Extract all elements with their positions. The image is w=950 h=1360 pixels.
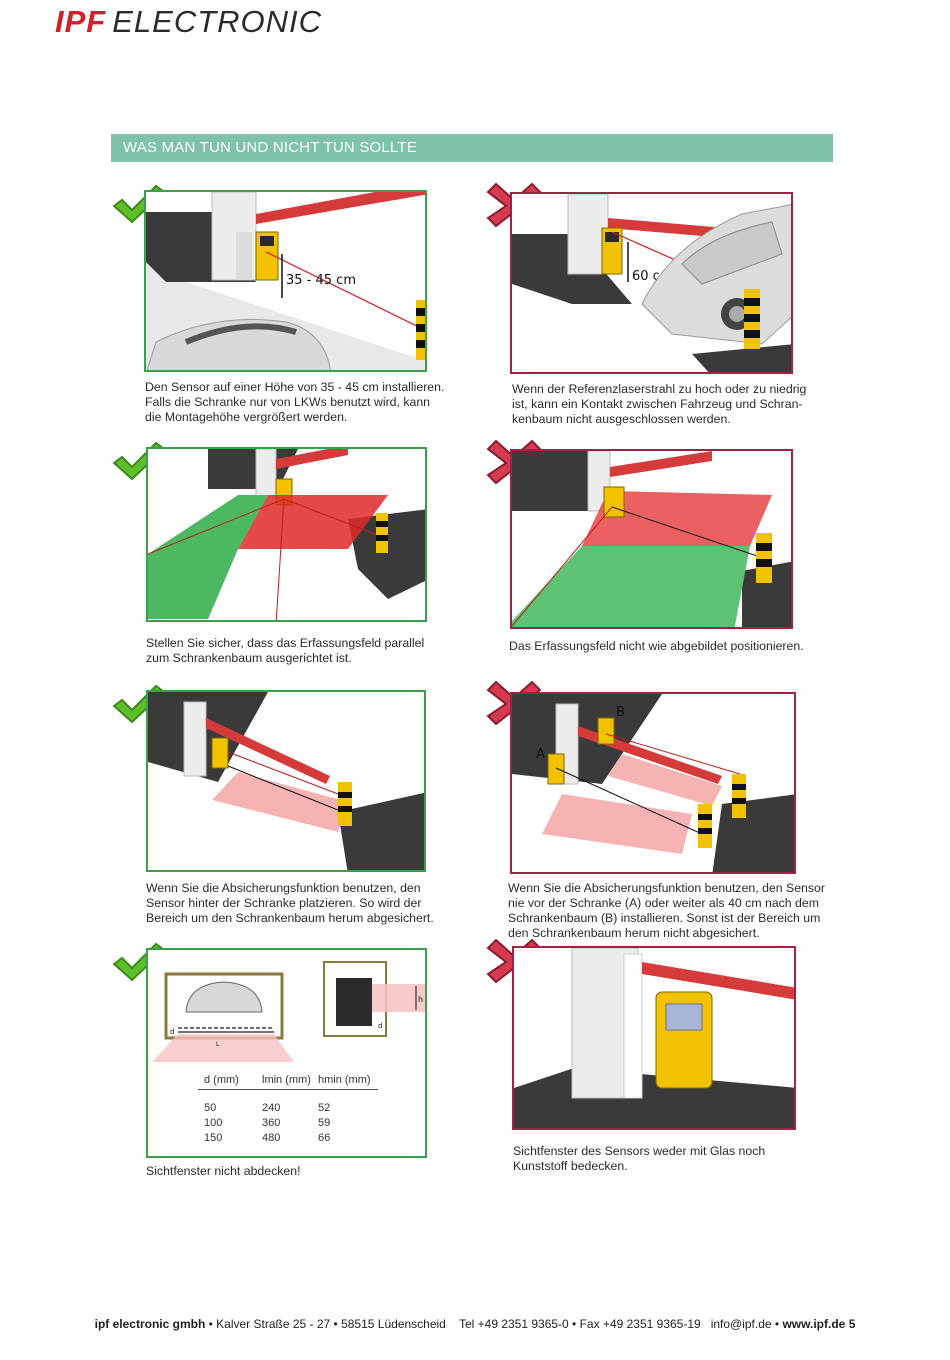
caption-line: ist, kann ein Kontakt zwischen Fahrzeug …	[512, 397, 803, 411]
section-header: WAS MAN TUN UND NICHT TUN SOLLTE	[111, 134, 833, 162]
caption-line: Den Sensor auf einer Höhe von 35 - 45 cm…	[145, 380, 445, 394]
page-number: 5	[848, 1317, 856, 1331]
caption-4: Das Erfassungsfeld nicht wie abgebildet …	[509, 639, 804, 654]
fig-label-h: h	[418, 995, 423, 1004]
panel-wrong-safety: A B	[510, 692, 796, 874]
table-row: 50 240 52	[198, 1100, 378, 1115]
caption-5: Wenn Sie die Absicherungsfunktion benutz…	[146, 881, 434, 926]
panel-wrong-field	[510, 449, 793, 629]
table-cell: 59	[318, 1116, 331, 1129]
table-cell: 480	[262, 1131, 281, 1144]
table-cell: 240	[262, 1101, 281, 1114]
caption-line: Bereich um den Schrankenbaum herum abges…	[146, 911, 434, 925]
caption-line: nie vor der Schranke (A) oder weiter als…	[508, 896, 819, 910]
height-label: 35 - 45 cm	[286, 273, 356, 288]
panel-wrong-window	[512, 946, 796, 1130]
panel-correct-safety	[146, 690, 426, 872]
caption-line: Sichtfenster nicht abdecken!	[146, 1164, 301, 1178]
table-header-cell: d (mm)	[204, 1073, 239, 1086]
footer-website-link[interactable]: www.ipf.de	[782, 1317, 846, 1331]
panel-correct-height: 35 - 45 cm	[144, 190, 427, 372]
table-cell: 150	[204, 1131, 223, 1144]
caption-3: Stellen Sie sicher, dass das Erfassungsf…	[146, 636, 424, 666]
caption-2: Wenn der Referenzlaserstrahl zu hoch ode…	[512, 382, 806, 427]
fig-label-l: L	[216, 1041, 220, 1048]
caption-6: Wenn Sie die Absicherungsfunktion benutz…	[508, 881, 825, 941]
panel-correct-window: d L h d	[146, 948, 427, 1158]
fig-label-d: d	[170, 1028, 174, 1036]
caption-line: Schrankenbaum (B) installieren. Sonst is…	[508, 911, 821, 925]
section-title: WAS MAN TUN UND NICHT TUN SOLLTE	[123, 139, 417, 156]
caption-line: Falls die Schranke nur von LKWs benutzt …	[145, 395, 431, 409]
page-footer: ipf electronic gmbh • Kalver Straße 25 -…	[0, 1317, 950, 1331]
caption-7: Sichtfenster nicht abdecken!	[146, 1164, 301, 1179]
table-header-cell: hmin (mm)	[318, 1073, 371, 1086]
caption-line: zum Schrankenbaum ausgerichtet ist.	[146, 651, 352, 665]
caption-line: Sensor hinter der Schranke platzieren. S…	[146, 896, 422, 910]
table-cell: 360	[262, 1116, 281, 1129]
table-cell: 52	[318, 1101, 331, 1114]
data-table: d (mm) lmin (mm) hmin (mm) 50 240 52 100…	[198, 1070, 378, 1145]
table-row: 150 480 66	[198, 1130, 378, 1145]
panel-wrong-height: 60 cm	[510, 192, 793, 374]
caption-line: Das Erfassungsfeld nicht wie abgebildet …	[509, 639, 804, 653]
caption-line: Kunststoff bedecken.	[513, 1159, 628, 1173]
logo-regular-text: ELECTRONIC	[112, 4, 323, 39]
caption-line: den Schrankenbaum herum nicht abgesicher…	[508, 926, 760, 940]
caption-line: Wenn Sie die Absicherungsfunktion benutz…	[508, 881, 825, 895]
table-cell: 66	[318, 1131, 331, 1144]
label-a: A	[536, 747, 545, 762]
table-cell: 50	[204, 1101, 217, 1114]
caption-line: Stellen Sie sicher, dass das Erfassungsf…	[146, 636, 425, 650]
caption-line: kenbaum nicht ausgeschlossen werden.	[512, 412, 731, 426]
caption-1: Den Sensor auf einer Höhe von 35 - 45 cm…	[145, 380, 444, 425]
caption-line: Sichtfenster des Sensors weder mit Glas …	[513, 1144, 766, 1158]
logo-bold-text: IPF	[55, 4, 107, 39]
table-header: d (mm) lmin (mm) hmin (mm)	[198, 1070, 378, 1090]
footer-company: ipf electronic gmbh	[94, 1317, 206, 1331]
caption-line: Wenn Sie die Absicherungsfunktion benutz…	[146, 881, 421, 895]
caption-8: Sichtfenster des Sensors weder mit Glas …	[513, 1144, 765, 1174]
panel-correct-field	[146, 447, 427, 622]
caption-line: Wenn der Referenzlaserstrahl zu hoch ode…	[512, 382, 807, 396]
caption-line: die Montagehöhe vergrößert werden.	[145, 410, 348, 424]
table-header-cell: lmin (mm)	[262, 1073, 311, 1086]
label-b: B	[616, 705, 625, 720]
table-cell: 100	[204, 1116, 223, 1129]
footer-address: • Kalver Straße 25 - 27 • 58515 Lüdensch…	[205, 1317, 783, 1331]
table-row: 100 360 59	[198, 1115, 378, 1130]
fig-label-d2: d	[378, 1022, 382, 1030]
